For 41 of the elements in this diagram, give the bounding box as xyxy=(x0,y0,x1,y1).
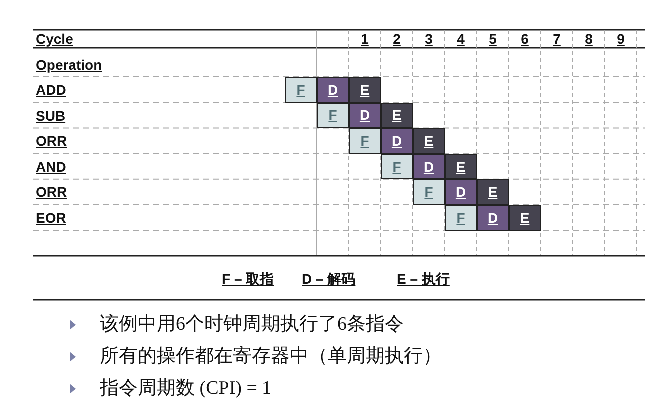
pipeline-stage: D xyxy=(445,179,477,205)
column-header: Cycle xyxy=(36,30,74,48)
instruction-name: AND xyxy=(36,158,66,176)
cycle-number: 6 xyxy=(520,30,530,48)
pipeline-stage: F xyxy=(381,154,413,180)
pipeline-stage: F xyxy=(317,102,349,128)
cycle-number: 2 xyxy=(392,30,402,48)
cycle-number: 9 xyxy=(616,30,626,48)
cycle-number: 1 xyxy=(360,30,370,48)
row-header: Operation xyxy=(36,56,102,74)
instruction-name: ORR xyxy=(36,132,68,150)
pipeline-stage: F xyxy=(413,179,445,205)
pipeline-stage: E xyxy=(413,128,445,154)
stage-key: F – 取指 xyxy=(222,270,274,288)
pipeline-stage: E xyxy=(477,179,509,205)
bullet-text: 所有的操作都在寄存器中（单周期执行） xyxy=(100,345,442,369)
pipeline-stage: D xyxy=(317,77,349,103)
pipeline-stage: D xyxy=(349,102,381,128)
cycle-number: 5 xyxy=(488,30,498,48)
bullet-text: 指令周期数 (CPI) = 1 xyxy=(100,377,272,401)
pipeline-stage: D xyxy=(477,205,509,231)
instruction-name: SUB xyxy=(36,106,66,125)
pipeline-stage: E xyxy=(509,205,541,231)
cycle-number: 4 xyxy=(456,30,466,48)
instruction-name: ADD xyxy=(36,81,66,99)
instruction-name: EOR xyxy=(36,209,66,227)
pipeline-stage: F xyxy=(349,128,381,154)
pipeline-stage: F xyxy=(285,77,317,103)
stage-key: D – 解码 xyxy=(302,270,356,288)
cycle-number: 7 xyxy=(552,30,562,48)
pipeline-stage: E xyxy=(445,154,477,180)
pipeline-stage: F xyxy=(445,205,477,231)
pipeline-stage: D xyxy=(381,128,413,154)
pipeline-stage: E xyxy=(381,102,413,128)
stage-key: E – 执行 xyxy=(397,270,450,288)
pipeline-stage: D xyxy=(413,154,445,180)
cycle-number: 3 xyxy=(424,30,434,48)
instruction-name: ORR xyxy=(36,183,68,202)
cycle-number: 8 xyxy=(584,30,594,48)
bullet-text: 该例中用6个时钟周期执行了6条指令 xyxy=(100,313,404,337)
pipeline-stage: E xyxy=(349,77,381,103)
